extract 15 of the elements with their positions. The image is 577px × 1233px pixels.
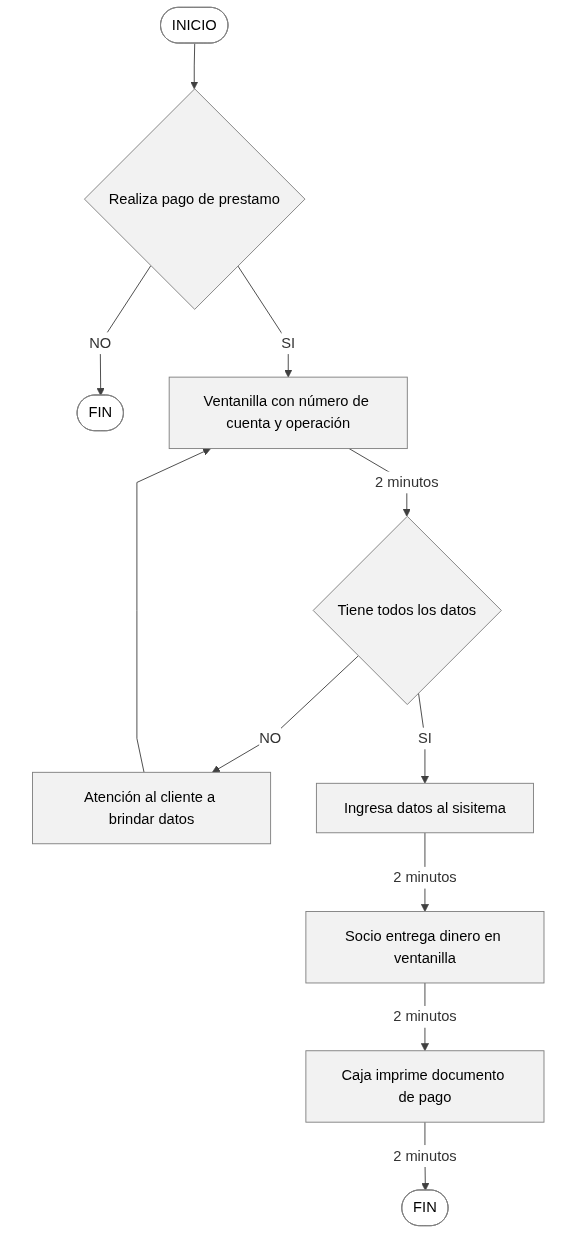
edge-label: SI <box>418 730 433 746</box>
edge-label: NO <box>259 730 282 746</box>
edge-label: 2 minutos <box>393 869 457 885</box>
edge-label: 2 minutos <box>375 474 439 490</box>
edge-label: 2 minutos <box>393 1147 457 1164</box>
node-box: Ingresa datos al sisitema <box>316 782 535 834</box>
edge-label: SI <box>281 335 296 351</box>
node-box: Ventanilla con número de cuenta y operación <box>168 376 408 450</box>
node-box: Socio entrega dinero en ventanilla <box>305 911 545 984</box>
node-diamond: Realiza pago de prestamo <box>84 88 306 310</box>
edge-label: NO <box>89 335 112 351</box>
node-diamond: Tiene todos los datos <box>312 515 503 705</box>
node-box: Atención al cliente a brindar datos <box>32 771 272 845</box>
edge-label: 2 minutos <box>393 1008 457 1025</box>
node-box: Caja imprime documento de pago <box>305 1050 545 1123</box>
